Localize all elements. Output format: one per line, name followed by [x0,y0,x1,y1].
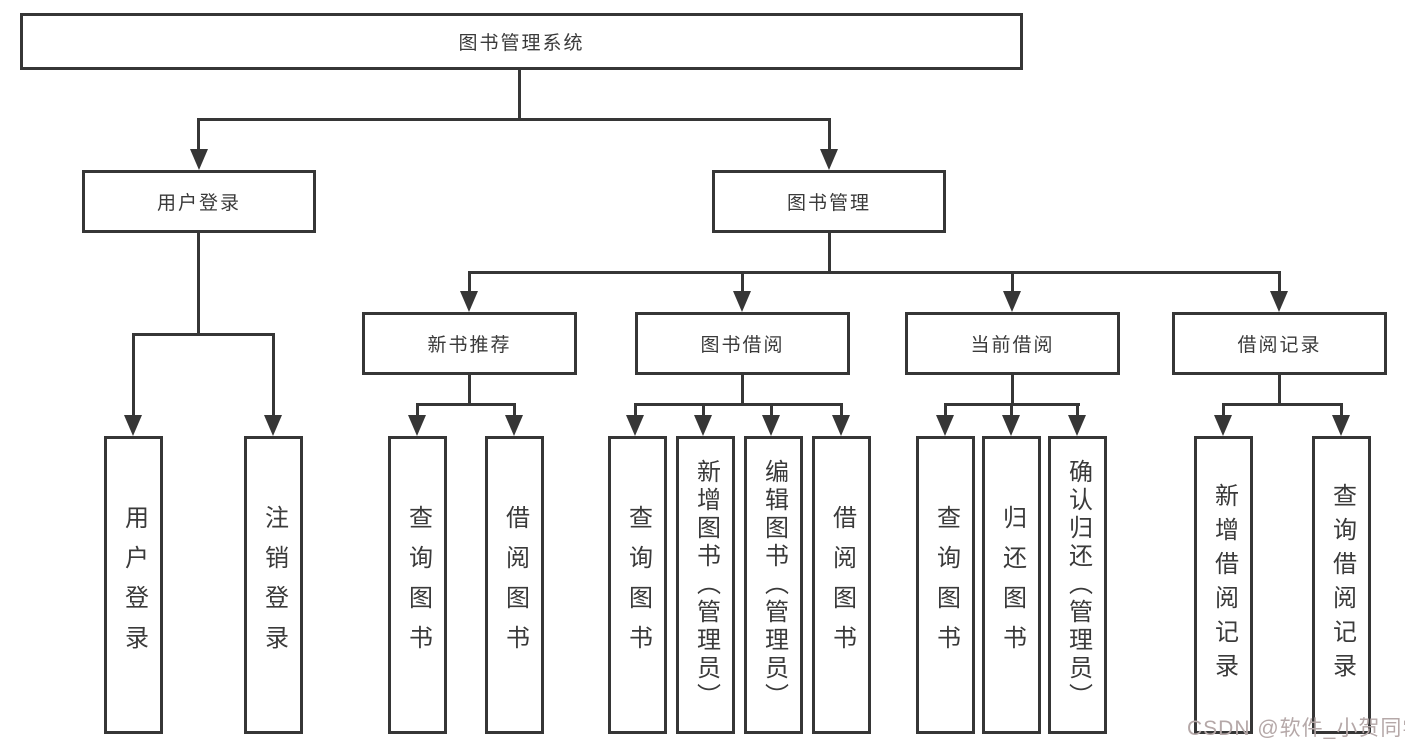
arrow-down-icon [1332,415,1350,436]
leaf-edit-books-admin-label: 编辑图书（管理员） [760,459,788,711]
arrow-down-icon [1270,291,1288,312]
node-current-borrow-label: 当前借阅 [970,335,1055,356]
connector-line [828,118,831,152]
connector-line [770,403,773,418]
leaf-logout-label: 注销登录 [260,505,288,665]
connector-line [416,403,419,418]
arrow-down-icon [936,415,954,436]
leaf-borrow-books: 借阅图书 [812,436,871,734]
arrow-down-icon [190,149,208,170]
leaf-logout: 注销登录 [244,436,303,734]
leaf-user-login: 用户登录 [104,436,163,734]
leaf-query-books-current-label: 查询图书 [932,505,960,665]
leaf-user-login-label: 用户登录 [120,505,148,665]
connector-line [634,403,637,418]
node-book-management: 图书管理 [712,170,946,233]
node-book-borrow-label: 图书借阅 [700,335,785,356]
connector-line [828,231,831,274]
arrow-down-icon [1003,291,1021,312]
connector-line [1340,403,1343,418]
leaf-return-books-label: 归还图书 [998,505,1026,665]
leaf-confirm-return-admin-label: 确认归还（管理员） [1064,459,1092,711]
leaf-borrow-books-recommend-label: 借阅图书 [501,505,529,665]
connector-line [741,271,744,294]
node-user-login: 用户登录 [82,170,316,233]
connector-line [1222,403,1225,418]
connector-line [416,403,516,406]
connector-line [197,118,200,152]
connector-line [468,271,1281,274]
node-borrow-records-label: 借阅记录 [1237,335,1322,356]
connector-line [468,373,471,406]
node-root: 图书管理系统 [20,13,1023,70]
leaf-borrow-books-recommend: 借阅图书 [485,436,544,734]
node-new-book-recommend: 新书推荐 [362,312,577,375]
leaf-add-borrow-record-label: 新增借阅记录 [1210,483,1238,687]
connector-line [634,403,843,406]
connector-line [741,373,744,406]
connector-line [1278,271,1281,294]
connector-line [132,333,135,418]
watermark: CSDN @软件_小贺同学 [1187,717,1405,740]
arrow-down-icon [1002,415,1020,436]
connector-line [197,118,831,121]
node-new-book-recommend-label: 新书推荐 [427,335,512,356]
leaf-query-borrow-record-label: 查询借阅记录 [1328,483,1356,687]
node-root-label: 图书管理系统 [458,33,585,54]
connector-line [840,403,843,418]
arrow-down-icon [733,291,751,312]
connector-line [1010,403,1013,418]
arrow-down-icon [505,415,523,436]
arrow-down-icon [832,415,850,436]
arrow-down-icon [762,415,780,436]
node-borrow-records: 借阅记录 [1172,312,1387,375]
arrow-down-icon [626,415,644,436]
connector-line [944,403,947,418]
connector-line [702,403,705,418]
connector-line [132,333,275,336]
connector-line [1222,403,1343,406]
leaf-confirm-return-admin: 确认归还（管理员） [1048,436,1107,734]
connector-line [272,333,275,418]
connector-line [1011,271,1014,294]
arrow-down-icon [264,415,282,436]
node-current-borrow: 当前借阅 [905,312,1120,375]
arrow-down-icon [820,149,838,170]
leaf-query-books-borrow: 查询图书 [608,436,667,734]
connector-line [468,271,471,294]
leaf-edit-books-admin: 编辑图书（管理员） [744,436,803,734]
connector-line [1011,373,1014,406]
node-user-login-label: 用户登录 [156,193,241,214]
leaf-add-books-admin-label: 新增图书（管理员） [692,459,720,711]
node-book-borrow: 图书借阅 [635,312,850,375]
leaf-borrow-books-label: 借阅图书 [828,505,856,665]
connector-line [197,231,200,336]
leaf-query-books-current: 查询图书 [916,436,975,734]
arrow-down-icon [1068,415,1086,436]
leaf-query-books-recommend-label: 查询图书 [404,505,432,665]
leaf-add-books-admin: 新增图书（管理员） [676,436,735,734]
arrow-down-icon [124,415,142,436]
arrow-down-icon [460,291,478,312]
connector-line [518,68,521,121]
leaf-query-books-recommend: 查询图书 [388,436,447,734]
arrow-down-icon [694,415,712,436]
connector-line [513,403,516,418]
connector-line [1278,373,1281,406]
arrow-down-icon [408,415,426,436]
arrow-down-icon [1214,415,1232,436]
connector-line [1076,403,1079,418]
leaf-query-books-borrow-label: 查询图书 [624,505,652,665]
leaf-query-borrow-record: 查询借阅记录 [1312,436,1371,734]
leaf-return-books: 归还图书 [982,436,1041,734]
node-book-management-label: 图书管理 [786,193,871,214]
leaf-add-borrow-record: 新增借阅记录 [1194,436,1253,734]
